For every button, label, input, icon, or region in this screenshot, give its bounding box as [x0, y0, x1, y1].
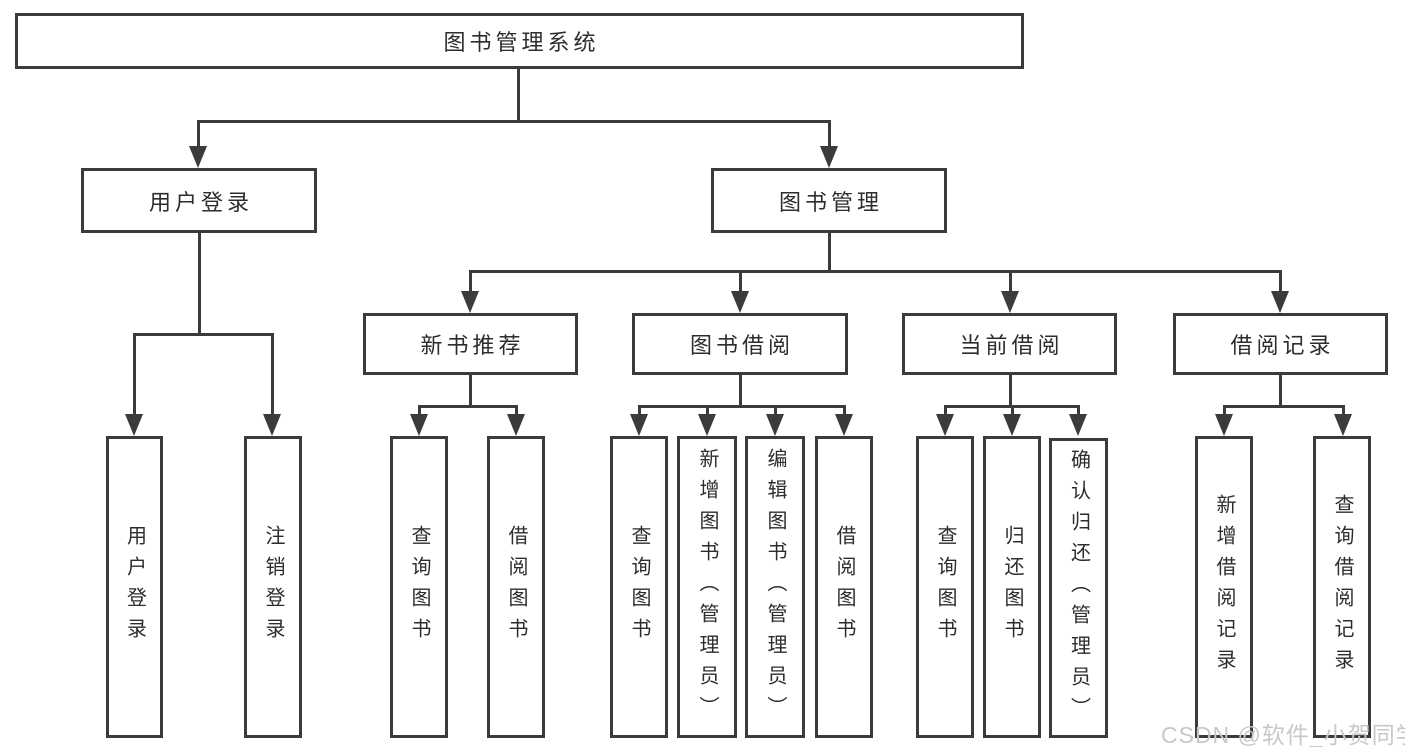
- connector-line: [271, 333, 274, 416]
- connector-line: [944, 405, 947, 416]
- connector-line: [774, 405, 777, 416]
- arrow-down-icon: [1215, 414, 1233, 436]
- node-user-login: 用户登录: [81, 168, 317, 233]
- connector-line: [843, 405, 846, 416]
- connector-line: [828, 120, 831, 148]
- connector-line: [739, 375, 742, 407]
- node-root: 图书管理系统: [15, 13, 1024, 69]
- connector-line: [638, 405, 846, 408]
- connector-line: [1279, 270, 1282, 293]
- arrow-down-icon: [1271, 291, 1289, 313]
- connector-line: [1077, 405, 1080, 416]
- leaf-confirm-return-admin: 确认归还（管理员）: [1049, 438, 1108, 738]
- arrow-down-icon: [766, 414, 784, 436]
- connector-line: [469, 270, 1281, 273]
- leaf-edit-book-admin: 编辑图书（管理员）: [745, 436, 805, 738]
- csdn-watermark: CSDN @软件_小贺同学: [1161, 722, 1405, 747]
- arrow-down-icon: [507, 414, 525, 436]
- leaf-add-borrow-record: 新增借阅记录: [1195, 436, 1253, 738]
- connector-line: [418, 405, 421, 416]
- leaf-query-book: 查询图书: [390, 436, 448, 738]
- connector-line: [1011, 405, 1014, 416]
- node-book-borrow: 图书借阅: [632, 313, 848, 375]
- arrow-down-icon: [1334, 414, 1352, 436]
- arrow-down-icon: [820, 146, 838, 168]
- leaf-return-book: 归还图书: [983, 436, 1041, 738]
- arrow-down-icon: [835, 414, 853, 436]
- node-new-book-recommend: 新书推荐: [363, 313, 578, 375]
- connector-line: [1342, 405, 1345, 416]
- connector-line: [828, 233, 831, 272]
- connector-line: [706, 405, 709, 416]
- leaf-borrow-book: 借阅图书: [487, 436, 545, 738]
- arrow-down-icon: [936, 414, 954, 436]
- connector-line: [197, 120, 200, 148]
- connector-line: [469, 375, 472, 407]
- arrow-down-icon: [731, 291, 749, 313]
- connector-line: [515, 405, 518, 416]
- leaf-user-login: 用户登录: [106, 436, 163, 738]
- arrow-down-icon: [263, 414, 281, 436]
- arrow-down-icon: [630, 414, 648, 436]
- arrow-down-icon: [189, 146, 207, 168]
- node-borrow-record: 借阅记录: [1173, 313, 1388, 375]
- connector-line: [1223, 405, 1226, 416]
- connector-line: [197, 120, 831, 123]
- connector-line: [133, 333, 136, 416]
- connector-line: [517, 69, 520, 120]
- connector-line: [1279, 375, 1282, 407]
- connector-line: [418, 405, 518, 408]
- arrow-down-icon: [461, 291, 479, 313]
- arrow-down-icon: [1001, 291, 1019, 313]
- node-book-management: 图书管理: [711, 168, 947, 233]
- connector-line: [469, 270, 472, 293]
- leaf-logout: 注销登录: [244, 436, 302, 738]
- connector-line: [739, 270, 742, 293]
- connector-line: [1223, 405, 1345, 408]
- arrow-down-icon: [125, 414, 143, 436]
- node-current-borrow: 当前借阅: [902, 313, 1117, 375]
- connector-line: [1009, 270, 1012, 293]
- connector-line: [198, 233, 201, 333]
- arrow-down-icon: [1069, 414, 1087, 436]
- arrow-down-icon: [410, 414, 428, 436]
- leaf-add-book-admin: 新增图书（管理员）: [677, 436, 737, 738]
- leaf-borrow-book: 借阅图书: [815, 436, 873, 738]
- connector-line: [133, 333, 274, 336]
- connector-line: [638, 405, 641, 416]
- leaf-query-book: 查询图书: [916, 436, 974, 738]
- arrow-down-icon: [1003, 414, 1021, 436]
- connector-line: [1009, 375, 1012, 407]
- arrow-down-icon: [698, 414, 716, 436]
- leaf-query-borrow-record: 查询借阅记录: [1313, 436, 1371, 738]
- leaf-query-book: 查询图书: [610, 436, 668, 738]
